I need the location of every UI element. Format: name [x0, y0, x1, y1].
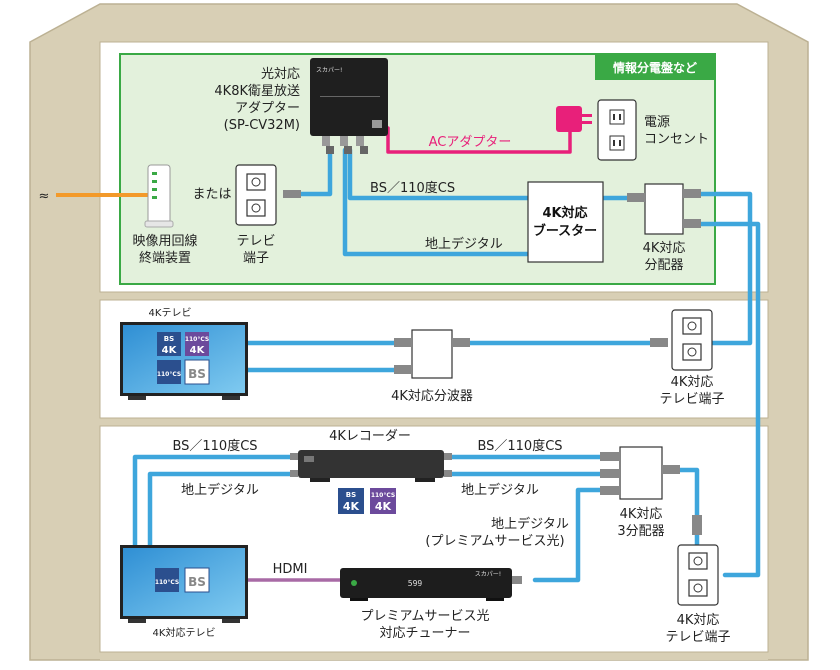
adapter-label-line1: 光対応	[261, 67, 300, 82]
tuner-label-line1: プレミアムサービス光	[360, 609, 489, 624]
svg-text:BS: BS	[188, 575, 206, 589]
booster-label-line1: 4K対応	[542, 205, 587, 221]
svg-text:4K: 4K	[162, 345, 178, 356]
satellite-adapter: スカパー!	[310, 58, 388, 154]
tv-outlet-1-label-line1: テレビ	[236, 234, 275, 249]
splitter3-label-line1: 4K対応	[620, 507, 663, 522]
diplexer-label: 4K対応分波器	[391, 389, 473, 404]
svg-text:スカパー!: スカパー!	[316, 67, 342, 74]
splitter-2way	[627, 183, 701, 235]
tv-outlet-1	[235, 164, 301, 226]
svg-text:スカパー!: スカパー!	[475, 571, 501, 578]
svg-text:BS: BS	[346, 491, 356, 499]
cable-label-bs-cs-3: BS／110度CS	[477, 438, 562, 454]
hdmi-label: HDMI	[273, 562, 308, 577]
tuner-label-line2: 対応チューナー	[379, 626, 470, 641]
cable-label-terrestrial-1: 地上デジタル	[425, 236, 503, 252]
cable-label-bs-cs-2: BS／110度CS	[172, 438, 257, 454]
adapter-label-line4: (SP-CV32M)	[224, 118, 300, 133]
svg-text:BS: BS	[164, 335, 174, 343]
panel-badge	[595, 54, 715, 80]
svg-text:4K: 4K	[343, 500, 360, 513]
tv-outlet-3	[677, 544, 719, 606]
power-label-line1: 電源	[644, 115, 670, 130]
tv-outlet-2	[650, 309, 713, 371]
svg-text:110°CS: 110°CS	[157, 371, 181, 378]
svg-text:4K: 4K	[190, 345, 206, 356]
svg-text:110°CS: 110°CS	[155, 579, 179, 586]
splitter-3way	[600, 446, 680, 500]
tv-outlet-3-label-line1: 4K対応	[677, 613, 720, 628]
tv-4k-label: 4Kテレビ	[149, 307, 192, 319]
svg-text:110°CS: 110°CS	[185, 336, 209, 343]
splitter3-label-line2: 3分配器	[617, 524, 664, 539]
cable-label-terrestrial-3: 地上デジタル	[461, 482, 539, 498]
svg-text:110°CS: 110°CS	[371, 492, 395, 499]
tv-outlet-2-label-line1: 4K対応	[671, 375, 714, 390]
diplexer	[394, 329, 470, 379]
or-label: または	[192, 187, 231, 202]
cable-label-terrestrial-premium-line1: 地上デジタル	[491, 516, 569, 532]
panel-badge-label: 情報分電盤など	[613, 60, 697, 75]
cable-label-terrestrial-premium-line2: (プレミアムサービス光)	[425, 534, 564, 549]
ont-device	[144, 164, 174, 228]
svg-text:≈: ≈	[39, 189, 50, 204]
recorder-logos: BS 4K 110°CS 4K	[338, 488, 396, 514]
cable-label-terrestrial-2: 地上デジタル	[181, 482, 259, 498]
fiber-cable: ≈	[39, 189, 150, 204]
tv-outlet-1-label-line2: 端子	[243, 251, 269, 266]
recorder-4k	[290, 450, 452, 482]
recorder-label: 4Kレコーダー	[329, 429, 411, 444]
room-distribution-panel: 情報分電盤など	[99, 41, 769, 293]
coax-cables	[132, 147, 761, 583]
power-outlet	[597, 99, 637, 161]
splitter-label-line1: 4K対応	[643, 241, 686, 256]
svg-text:4K: 4K	[375, 500, 392, 513]
adapter-label-line2: 4K8K衛星放送	[214, 84, 300, 99]
tv-outlet-3-label-line2: テレビ端子	[665, 630, 730, 645]
splitter-label-line2: 分配器	[644, 258, 683, 273]
tv-4k	[120, 322, 248, 400]
power-label-line2: コンセント	[644, 132, 709, 147]
ac-adapter	[556, 106, 592, 132]
premium-tuner: 599 スカパー!	[340, 568, 522, 601]
svg-text:BS: BS	[188, 367, 206, 381]
tv-4k-logos: BS 4K 110°CS 4K 110°CS BS	[157, 332, 210, 385]
ac-adapter-label: ACアダプター	[429, 135, 512, 150]
booster-label-line2: ブースター	[533, 223, 597, 239]
tv-4k-compatible: 110°CS BS	[120, 545, 248, 623]
ont-label-line1: 映像用回線	[132, 233, 197, 249]
coax-plug	[692, 515, 702, 535]
adapter-label-line3: アダプター	[235, 101, 300, 116]
tv-outlet-2-label-line2: テレビ端子	[659, 392, 724, 407]
ont-label-line2: 終端装置	[139, 250, 191, 266]
tv-4k-compatible-label: 4K対応テレビ	[153, 626, 216, 639]
svg-text:599: 599	[408, 579, 423, 588]
booster	[527, 181, 604, 263]
cable-label-bs-cs-1: BS／110度CS	[370, 180, 455, 196]
